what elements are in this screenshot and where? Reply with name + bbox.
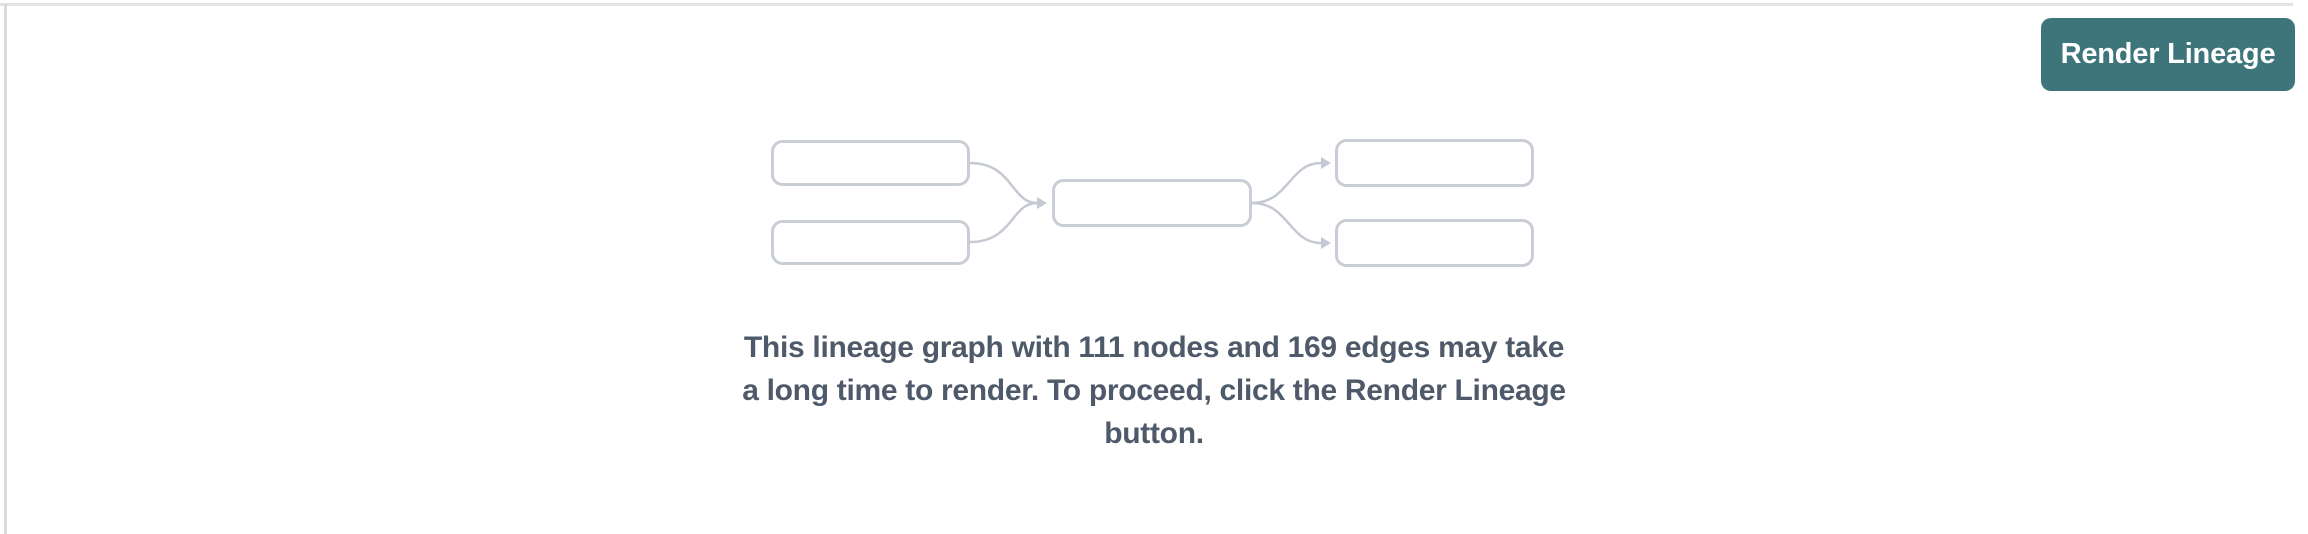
render-lineage-button[interactable]: Render Lineage: [2041, 18, 2295, 91]
placeholder-message: This lineage graph with 111 nodes and 16…: [704, 326, 1604, 455]
graph-edge-arrowhead: [1321, 157, 1331, 169]
graph-node: [1335, 139, 1534, 187]
graph-node: [771, 220, 970, 265]
lineage-graph-placeholder-icon: [771, 139, 1534, 267]
placeholder-message-line: button.: [1104, 417, 1204, 450]
graph-edge: [968, 161, 1039, 205]
graph-edge-arrowhead: [1321, 237, 1331, 249]
graph-edge: [968, 201, 1039, 244]
left-panel-divider: [4, 4, 7, 534]
graph-edge: [1250, 161, 1323, 205]
placeholder-message-line: a long time to render. To proceed, click…: [742, 374, 1566, 407]
graph-node: [771, 140, 970, 186]
placeholder-message-line: This lineage graph with 111 nodes and 16…: [743, 331, 1565, 364]
graph-edge-arrowhead: [1037, 197, 1047, 209]
graph-node: [1052, 179, 1252, 227]
graph-edge: [1250, 201, 1323, 245]
top-divider: [0, 3, 2293, 6]
graph-node: [1335, 219, 1534, 267]
